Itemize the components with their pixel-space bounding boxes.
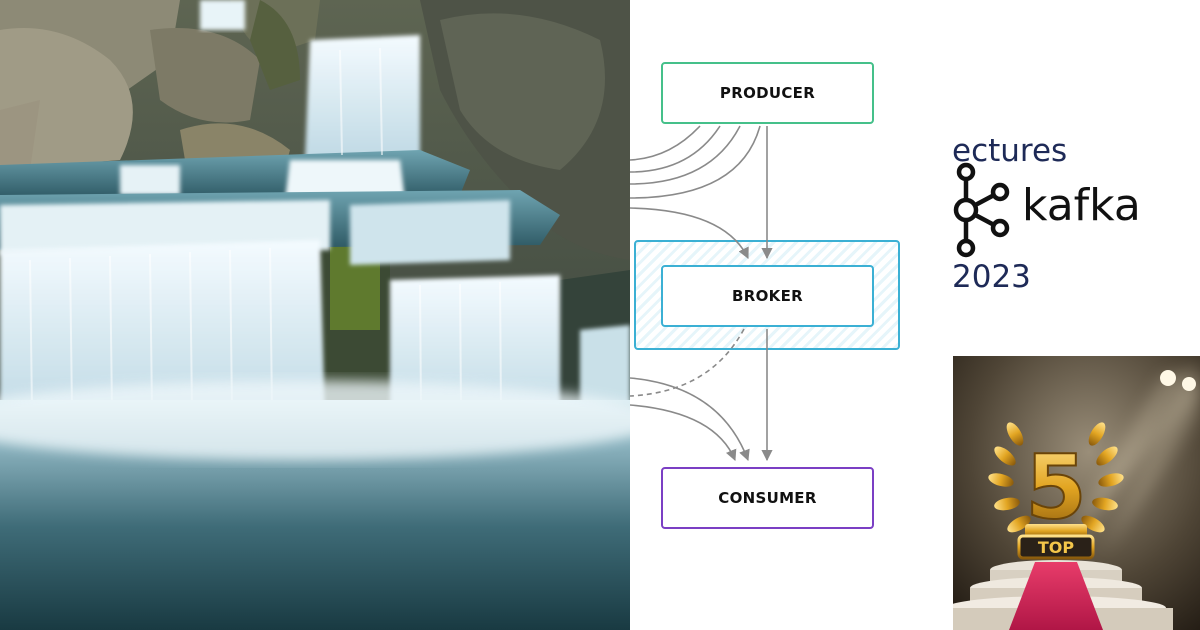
broker-dashed-link [630,328,745,397]
kafka-logo-icon [953,162,1010,258]
broker-label: BROKER [732,287,803,305]
producer-link-1 [630,125,701,161]
kafka-flow-diagram: PRODUCER BROKER CONSUMER [630,0,950,630]
waterfall-image [0,0,630,630]
kafka-logo: kafka [950,160,1200,260]
red-carpet [1009,562,1103,630]
edge-to-consumer-arrow-2 [630,404,737,462]
headline-line-1: ectures [952,133,1068,169]
flow-arrows [630,125,773,462]
broker-node: BROKER [661,265,874,327]
laurel-wreath [988,422,1124,533]
producer-link-2 [630,125,721,173]
kafka-wordmark: kafka [1022,180,1141,231]
brand-panel: ectures 2023 kafka [950,0,1200,630]
headline-line-2: 2023 [952,259,1031,295]
top-number: 5 [1025,436,1086,539]
producer-link-4 [630,125,761,199]
edge-to-consumer-arrow-1 [630,377,750,462]
waterfall-streams [0,0,630,420]
producer-label: PRODUCER [719,84,816,102]
top5-trophy-image: TOP 5 [953,356,1200,630]
top-label: TOP [1038,538,1075,557]
waterfall-photo [0,0,630,630]
consumer-node: CONSUMER [661,467,874,529]
consumer-label: CONSUMER [718,489,817,507]
to-broker-arrow [630,207,749,260]
producer-node: PRODUCER [661,62,874,124]
headline-text: ectures 2023 [952,46,1200,382]
top5-graphic: TOP 5 [953,356,1200,630]
producer-link-3 [630,125,741,185]
